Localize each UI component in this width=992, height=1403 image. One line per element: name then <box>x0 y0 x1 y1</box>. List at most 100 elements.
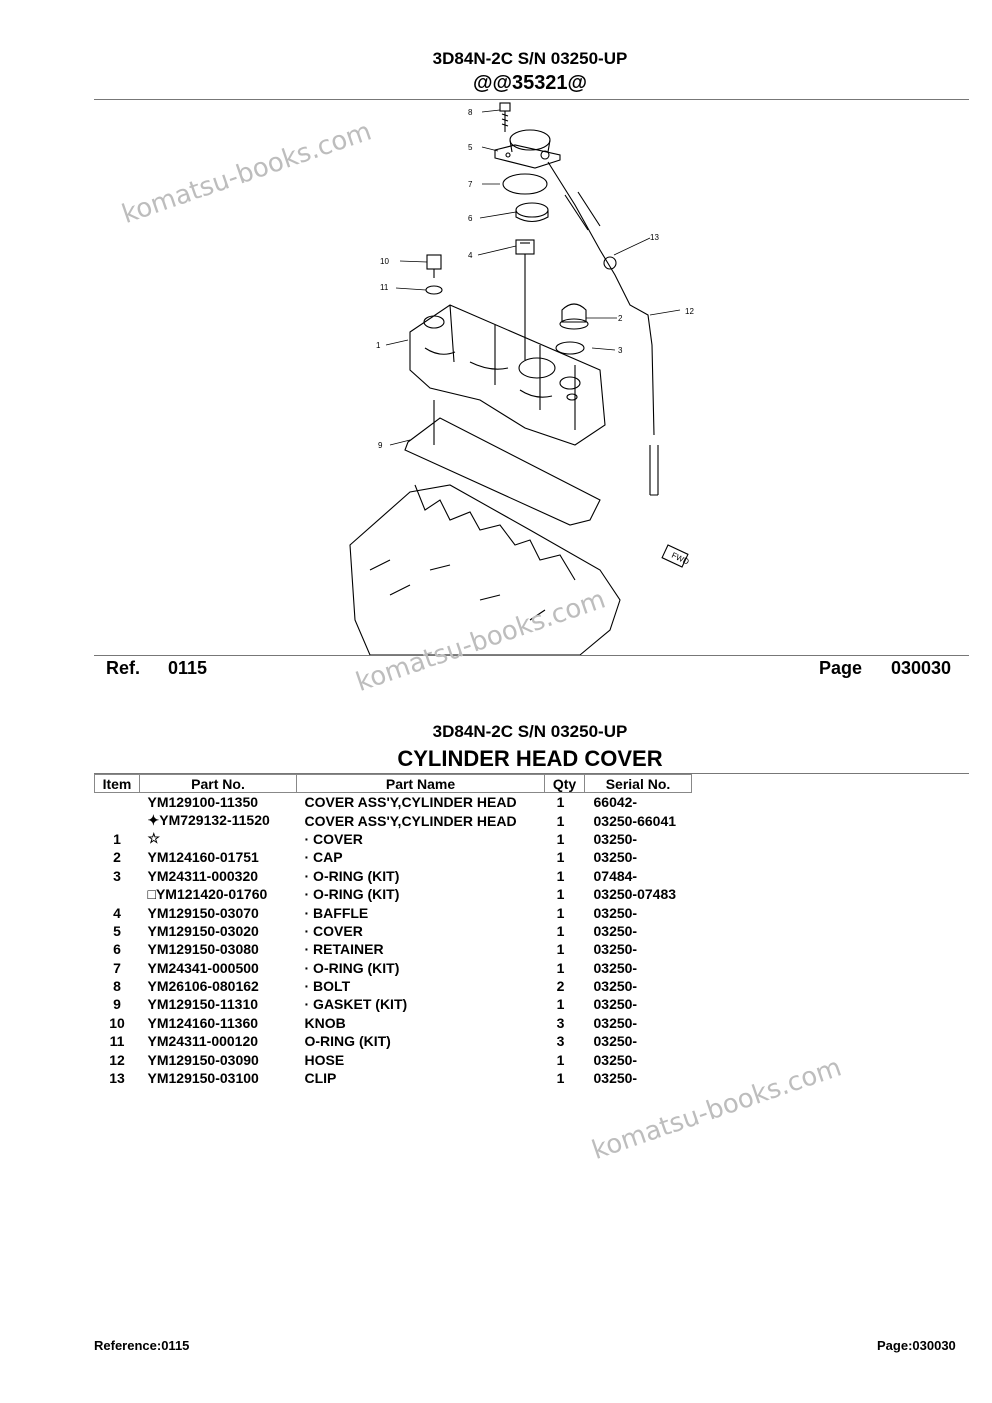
callout-11: 11 <box>380 283 389 292</box>
cell-serial-no: 03250- <box>593 996 638 1013</box>
cell-serial-no: 03250- <box>593 941 638 958</box>
cell-part-name: COVER ASS'Y,CYLINDER HEAD <box>304 794 517 811</box>
fwd-label: FWD <box>670 551 691 567</box>
knob-part <box>426 254 442 278</box>
model-title: 3D84N-2C S/N 03250-UP <box>432 49 628 68</box>
cell-item: 7 <box>113 959 121 976</box>
cell-item: 13 <box>109 1070 125 1087</box>
cell-part-name: CLIP <box>304 1070 337 1087</box>
cell-part-no: □YM121420-01760 <box>147 886 268 903</box>
cell-part-name: · GASKET (KIT) <box>304 996 408 1013</box>
callout-5: 5 <box>468 143 473 152</box>
callout-12: 12 <box>685 307 694 316</box>
cell-serial-no: 03250- <box>593 922 638 939</box>
header-divider <box>94 99 969 100</box>
callout-9: 9 <box>378 441 383 450</box>
cell-qty: 1 <box>556 830 565 847</box>
cell-serial-no: 03250- <box>593 1014 638 1031</box>
header-part-no: Part No. <box>139 774 297 793</box>
cell-part-no: ✦YM729132-11520 <box>147 812 270 829</box>
table-row: 13 YM129150-03100 CLIP 1 03250- <box>95 1069 692 1087</box>
cell-part-no: YM129150-03020 <box>147 922 259 939</box>
cell-item <box>95 885 140 903</box>
cell-item: 4 <box>113 904 121 921</box>
cell-part-name: · COVER <box>304 830 363 847</box>
callout-4: 4 <box>468 251 473 260</box>
section-model-title: 3D84N-2C S/N 03250-UP <box>432 722 628 741</box>
callout-8: 8 <box>468 108 473 117</box>
parts-table: Item Part No. Part Name Qty Serial No. Y… <box>94 774 692 1087</box>
cell-qty: 1 <box>556 886 565 903</box>
cell-qty: 1 <box>556 812 565 829</box>
cell-serial-no: 03250- <box>593 1033 638 1050</box>
header-item: Item <box>94 774 140 793</box>
ref-divider <box>94 655 969 656</box>
cell-serial-no: 66042- <box>593 794 638 811</box>
callout-13: 13 <box>650 233 659 242</box>
cell-qty: 1 <box>556 922 565 939</box>
retainer-part <box>515 202 549 223</box>
page-label: Page <box>819 658 863 678</box>
cell-part-name: · CAP <box>304 849 343 866</box>
callout-7: 7 <box>468 180 473 189</box>
cell-item: 1 <box>113 830 121 847</box>
cell-serial-no: 03250- <box>593 1070 638 1087</box>
cell-part-no: YM26106-080162 <box>147 978 259 995</box>
ref-label: Ref. <box>106 658 141 678</box>
cylinder-head-cover-part <box>409 304 606 446</box>
cell-qty: 3 <box>556 1033 565 1050</box>
callout-6: 6 <box>468 214 473 223</box>
cell-part-no: YM124160-11360 <box>147 1014 259 1031</box>
cell-qty: 1 <box>556 996 565 1013</box>
gasket-part <box>404 417 601 526</box>
cell-item: 12 <box>109 1051 125 1068</box>
header-part-name: Part Name <box>296 774 545 793</box>
table-top-rule <box>94 773 969 774</box>
callout-1: 1 <box>376 341 381 350</box>
callout-3: 3 <box>618 346 623 355</box>
cell-serial-no: 03250-07483 <box>593 886 677 903</box>
cell-item: 8 <box>113 978 121 995</box>
cell-part-no: YM129150-03100 <box>147 1070 259 1087</box>
cell-serial-no: 03250- <box>593 904 638 921</box>
cell-part-name: O-RING (KIT) <box>304 1033 391 1050</box>
cell-qty: 1 <box>556 1051 565 1068</box>
cylinder-head-part <box>349 484 621 656</box>
cell-item: 10 <box>109 1014 125 1031</box>
header-serial-no: Serial No. <box>584 774 692 793</box>
cell-item: 11 <box>109 1033 125 1050</box>
footer-page: Page:030030 <box>877 1338 956 1353</box>
table-header-row: Item Part No. Part Name Qty Serial No. <box>94 774 692 793</box>
bolt-part <box>499 102 511 132</box>
cell-part-name: · O-RING (KIT) <box>304 959 400 976</box>
cell-part-name: KNOB <box>304 1014 346 1031</box>
cell-part-no: YM129150-03070 <box>147 904 259 921</box>
cell-serial-no: 03250- <box>593 978 638 995</box>
cell-item: 9 <box>113 996 121 1013</box>
cell-serial-no: 03250- <box>593 1051 638 1068</box>
catalog-code: @@35321@ <box>472 72 588 94</box>
cell-part-no: YM129150-11310 <box>147 996 259 1013</box>
table-row: 11 YM24311-000120 O-RING (KIT) 3 03250- <box>95 1032 692 1050</box>
cell-qty: 1 <box>556 1070 565 1087</box>
cell-part-name: · BAFFLE <box>304 904 369 921</box>
cell-part-no: YM24341-000500 <box>147 959 259 976</box>
oil-cap-part <box>559 303 589 330</box>
breather-cover-part <box>494 129 561 169</box>
cell-qty: 2 <box>556 978 565 995</box>
cell-part-no: YM24311-000120 <box>147 1033 259 1050</box>
cell-serial-no: 03250- <box>593 849 638 866</box>
cell-item <box>95 793 140 812</box>
table-row: 9 YM129150-11310 · GASKET (KIT) 1 03250- <box>95 995 692 1013</box>
cell-qty: 1 <box>556 794 565 811</box>
cell-part-no: YM129150-03090 <box>147 1051 259 1068</box>
